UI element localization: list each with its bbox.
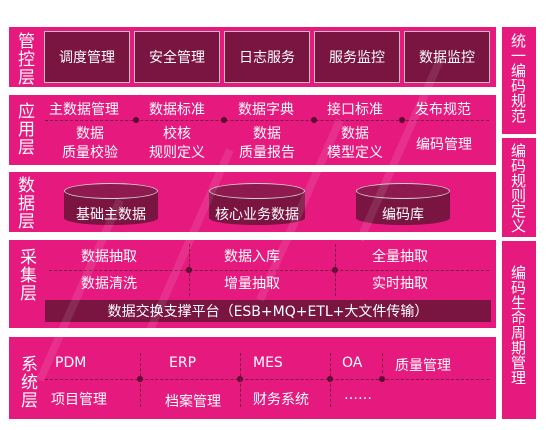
system-vdivider [140, 353, 141, 407]
app-item-interface-standard: 接口标准 [327, 102, 383, 118]
app-item-quality-report: 数据 质量报告 [239, 126, 295, 161]
application-layer: 应用层 主数据管理 数据标准 数据字典 接口标准 发布规范 数据 质量校验 校核… [9, 95, 496, 165]
right-lifecycle-block: 编码生命周期管理 [502, 241, 536, 419]
system-item-pdm: PDM [55, 355, 87, 371]
app-divider-dot [221, 117, 227, 123]
collect-layer: 采集层 数据抽取 数据入库 全量抽取 数据清洗 增量抽取 实时抽取 数据交换支撑… [9, 240, 496, 328]
control-item-service-monitor: 服务监控 [314, 31, 400, 83]
control-layer-label: 管控层 [14, 32, 34, 86]
system-layer-label: 系统层 [17, 355, 37, 409]
app-item-master-data-mgmt: 主数据管理 [49, 102, 119, 118]
app-item-publish-spec: 发布规范 [415, 102, 471, 118]
app-item-quality-check: 数据 质量校验 [62, 126, 118, 161]
app-divider-dot [311, 117, 317, 123]
system-layer: 系统层 PDM ERP MES OA 质量管理 项目管理 档案管理 财务系统 …… [9, 337, 496, 419]
app-divider [45, 120, 489, 121]
system-divider-dot [379, 376, 385, 382]
right-rules-block: 编码规则定义 [502, 138, 536, 237]
app-item-data-standard: 数据标准 [149, 102, 205, 118]
app-divider-dot [399, 117, 405, 123]
exchange-platform: 数据交换支撑平台（ESB+MQ+ETL+大文件传输） [45, 300, 491, 322]
database-code-library-label: 编码库 [382, 207, 424, 223]
control-item-security: 安全管理 [134, 31, 220, 83]
database-core-business: 核心业务数据 [209, 183, 305, 225]
collect-divider [49, 270, 489, 271]
system-item-more: …… [344, 387, 372, 403]
system-item-finance: 财务系统 [253, 392, 309, 408]
right-lifecycle-label: 编码生命周期管理 [509, 265, 527, 385]
system-vdivider [382, 353, 383, 373]
collect-item-extract: 数据抽取 [81, 249, 137, 265]
database-basic-master-label: 基础主数据 [76, 207, 146, 223]
collect-item-load: 数据入库 [224, 249, 280, 265]
system-item-quality: 质量管理 [395, 358, 451, 374]
collect-item-full-extract: 全量抽取 [372, 249, 428, 265]
right-rules-label: 编码规则定义 [509, 143, 527, 233]
collect-vdivider [335, 244, 336, 296]
app-item-data-dictionary: 数据字典 [238, 102, 294, 118]
collect-layer-label: 采集层 [16, 248, 36, 302]
application-layer-label: 应用层 [14, 102, 34, 156]
right-spec-label: 统一编码规范 [509, 33, 527, 123]
collect-item-clean: 数据清洗 [81, 276, 137, 292]
control-layer: 管控层 调度管理 安全管理 日志服务 服务监控 数据监控 [9, 27, 496, 87]
control-item-scheduling: 调度管理 [44, 31, 130, 83]
system-vdivider [240, 353, 241, 407]
data-layer-label: 数据层 [14, 176, 34, 230]
app-divider-dot [133, 117, 139, 123]
system-item-project: 项目管理 [51, 392, 107, 408]
system-divider [45, 379, 489, 380]
system-item-mes: MES [253, 355, 283, 371]
app-item-code-mgmt: 编码管理 [416, 137, 472, 153]
system-item-oa: OA [342, 355, 363, 371]
app-item-rule-definition: 校核 规则定义 [149, 126, 205, 161]
control-item-logging: 日志服务 [224, 31, 310, 83]
collect-item-realtime: 实时抽取 [372, 276, 428, 292]
database-code-library: 编码库 [356, 183, 450, 225]
system-item-erp: ERP [169, 355, 197, 371]
right-spec-block: 统一编码规范 [502, 27, 536, 134]
database-core-business-label: 核心业务数据 [215, 207, 299, 223]
system-vdivider [330, 353, 331, 407]
collect-vdivider [189, 244, 190, 296]
app-item-model-definition: 数据 模型定义 [327, 126, 383, 161]
database-basic-master: 基础主数据 [64, 183, 158, 225]
collect-item-incremental: 增量抽取 [224, 276, 280, 292]
system-item-archive: 档案管理 [165, 394, 221, 410]
control-item-data-monitor: 数据监控 [404, 31, 490, 83]
data-layer: 数据层 基础主数据 核心业务数据 编码库 [9, 172, 496, 232]
